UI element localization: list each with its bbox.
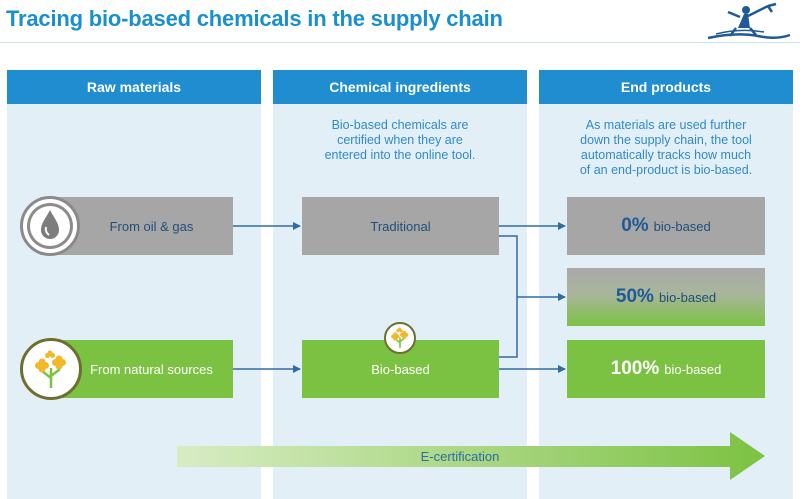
brand-logo	[707, 2, 791, 40]
end-box-100-percent: 100% bio-based	[567, 340, 765, 398]
column-raw-materials: Raw materials	[7, 70, 261, 499]
column-header-raw-materials: Raw materials	[7, 70, 261, 104]
end-percent-label: bio-based	[664, 361, 722, 377]
flower-icon	[20, 338, 82, 400]
column-header-end-products: End products	[539, 70, 793, 104]
raw-natural-label: From natural sources	[90, 361, 213, 377]
end-desc-line: down the supply chain, the tool	[580, 133, 752, 147]
column-header-chemical-ingredients: Chemical ingredients	[273, 70, 527, 104]
page-title: Tracing bio-based chemicals in the suppl…	[6, 6, 503, 31]
end-percent-label: bio-based	[653, 218, 711, 234]
chemical-desc-line: entered into the online tool.	[324, 148, 476, 162]
end-box-0-percent: 0% bio-based	[567, 197, 765, 255]
chemical-desc-line: Bio-based chemicals are	[331, 118, 469, 132]
chemical-bio-label: Bio-based	[371, 361, 430, 377]
end-percent-value: 0%	[621, 215, 649, 236]
end-percent-value: 100%	[610, 358, 660, 379]
end-products-description: As materials are used further down the s…	[539, 118, 793, 178]
column-chemical-ingredients: Chemical ingredients Bio-based chemicals…	[273, 70, 527, 499]
e-certification-label: E-certification	[420, 449, 500, 464]
end-box-50-percent: 50% bio-based	[567, 268, 765, 326]
chemical-description: Bio-based chemicals are certified when t…	[273, 118, 527, 163]
end-desc-line: automatically tracks how much	[580, 148, 752, 162]
flower-icon	[384, 322, 416, 354]
chemical-desc-line: certified when they are	[337, 133, 463, 147]
chemical-traditional-label: Traditional	[370, 218, 431, 234]
end-percent-value: 50%	[615, 286, 654, 307]
title-divider	[0, 42, 800, 43]
end-percent-label: bio-based	[658, 289, 717, 305]
end-desc-line: As materials are used further	[585, 118, 747, 132]
raw-oil-gas-label: From oil & gas	[109, 218, 194, 234]
oil-drop-icon	[20, 196, 80, 256]
end-desc-line: of an end-product is bio-based.	[579, 163, 753, 177]
chemical-box-traditional: Traditional	[302, 197, 499, 255]
